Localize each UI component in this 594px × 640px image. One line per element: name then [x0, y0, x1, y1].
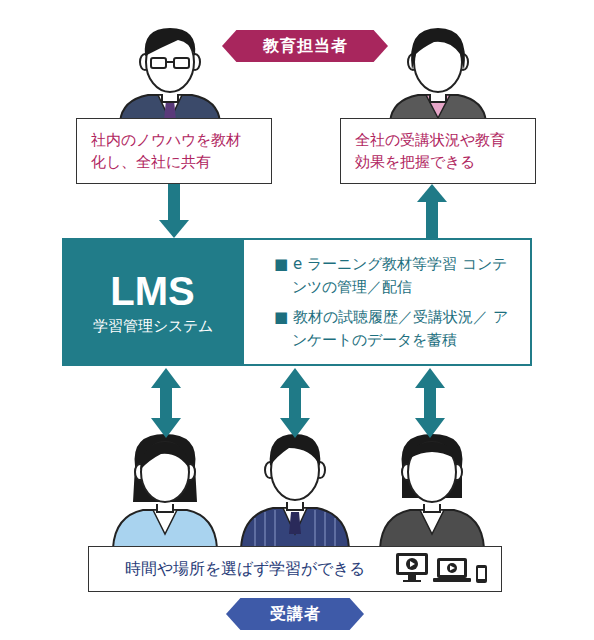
- role-label: 受講者: [238, 602, 352, 626]
- arrow-head: [417, 184, 447, 202]
- learner-man-suit: [241, 434, 349, 548]
- arrow-head: [159, 220, 189, 238]
- staff-man: [120, 28, 220, 122]
- learner-woman-vest: [113, 434, 217, 548]
- double-arrow: [151, 368, 181, 438]
- double-arrow: [415, 368, 445, 438]
- learner-woman-suit: [380, 434, 484, 548]
- double-arrow: [280, 368, 310, 438]
- arrow-shaft: [168, 184, 180, 222]
- feature-box: ■ e ラーニング教材等学習 コンテンツの管理／配信 ■ 教材の試聴履歴／受講状況…: [242, 238, 532, 366]
- flow-arrow: [159, 184, 189, 238]
- benefit-box: 社内のノウハウを教材 化し、全社に共有: [76, 118, 272, 184]
- role-banner: 教育担当者: [222, 30, 388, 62]
- feature-item: ■ 教材の試聴履歴／受講状況／ アンケートのデータを蓄積: [274, 306, 516, 351]
- arrow-shaft: [426, 200, 438, 238]
- staff-woman: [390, 28, 486, 122]
- system-subtitle: 学習管理システム: [72, 315, 233, 338]
- benefit-text: 社内のノウハウを教材 化し、全社に共有: [91, 129, 257, 174]
- banner-outline: [222, 30, 388, 62]
- benefit-text: 時間や場所を選ばず学習ができる: [125, 557, 371, 581]
- role-label: 教育担当者: [234, 34, 376, 58]
- flow-arrow: [417, 184, 447, 238]
- system-box: LMS学習管理システム: [62, 238, 243, 366]
- banner-outline: [226, 598, 364, 630]
- role-banner: 受講者: [226, 598, 364, 630]
- feature-item: ■ e ラーニング教材等学習 コンテンツの管理／配信: [274, 253, 516, 298]
- system-name: LMS: [72, 267, 233, 315]
- benefit-box: 全社の受講状況や教育 効果を把握できる: [340, 118, 536, 184]
- benefit-text: 全社の受講状況や教育 効果を把握できる: [355, 129, 521, 174]
- benefit-box: 時間や場所を選ばず学習ができる: [88, 546, 502, 592]
